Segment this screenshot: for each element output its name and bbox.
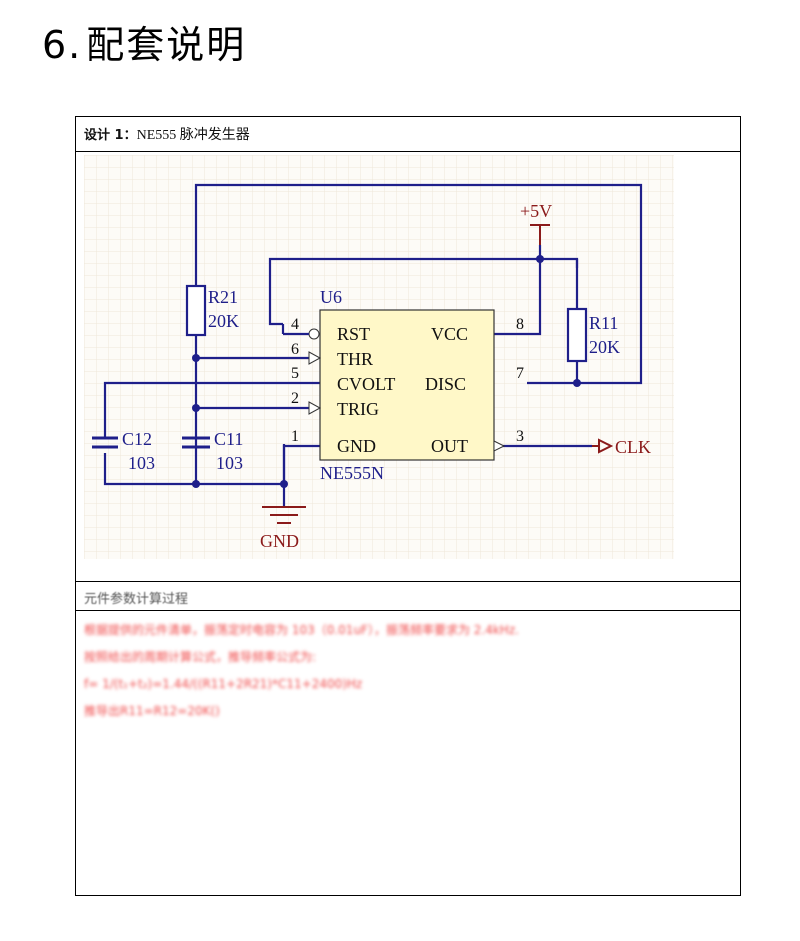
ground-label: GND [260, 531, 299, 551]
ground-symbol [262, 506, 306, 524]
pin-name-disc: DISC [425, 374, 466, 394]
pin-name-vcc: VCC [431, 324, 468, 344]
r21-value: 20K [208, 311, 239, 331]
clk-label: CLK [615, 437, 651, 457]
c12-value: 103 [128, 453, 155, 473]
section-number: 6. [42, 23, 83, 67]
pin-num-8: 8 [516, 316, 524, 333]
r11-ref: R11 [589, 313, 618, 333]
pin-name-trig: TRIG [337, 399, 379, 419]
design-label: 设计 1： [84, 128, 137, 143]
section-heading: 6.配套说明 [42, 14, 246, 69]
c11-ref: C11 [214, 429, 243, 449]
ne555-chip [319, 309, 495, 461]
schematic-image: +5V U6 NE555N RST THR CVOLT TRIG GND VCC… [84, 155, 674, 559]
chip-name: NE555N [320, 463, 384, 483]
calc-line: 推导出R11=R12=20K() [84, 704, 220, 718]
out-arrow [493, 440, 506, 452]
c12-ref: C12 [122, 429, 152, 449]
junction-dots [192, 255, 581, 488]
pin-num-1: 1 [291, 428, 299, 445]
design-title: NE555 脉冲发生器 [136, 128, 250, 143]
rst-inversion-circle [308, 328, 320, 340]
pin-name-thr: THR [337, 349, 373, 369]
chip-ref: U6 [320, 287, 342, 307]
thr-input-arrow [308, 351, 322, 365]
trig-input-arrow [308, 401, 322, 415]
pin-num-3: 3 [516, 428, 524, 445]
calc-line: 根据提供的元件清单，振荡定时电容为 103（0.01uF），振荡频率要求为 2.… [84, 623, 519, 637]
r21-resistor [185, 284, 207, 337]
pin-num-2: 2 [291, 390, 299, 407]
r11-resistor [566, 307, 588, 363]
pin-name-gnd: GND [337, 436, 376, 456]
pin-name-out: OUT [431, 436, 468, 456]
r11-value: 20K [589, 337, 620, 357]
section-title: 配套说明 [86, 23, 247, 67]
pin-num-7: 7 [516, 365, 524, 382]
design-table: 设计 1：NE555 脉冲发生器 [75, 116, 741, 896]
pin-num-4: 4 [291, 316, 299, 333]
calc-line: 按照给出的周期计算公式，推导频率公式为: [84, 650, 317, 664]
r21-ref: R21 [208, 287, 238, 307]
pin-num-6: 6 [291, 341, 299, 358]
calc-heading: 元件参数计算过程 [84, 592, 189, 607]
calc-heading-row: 元件参数计算过程 [76, 581, 740, 611]
c11-value: 103 [216, 453, 243, 473]
design-title-row: 设计 1：NE555 脉冲发生器 [76, 117, 740, 152]
calc-line: f= 1/(t₁+t₂)=1.44/((R11+2R21)*C11+2400)H… [84, 677, 363, 691]
supply-label: +5V [520, 201, 552, 221]
pin-name-cvolt: CVOLT [337, 374, 395, 394]
supply-symbol [530, 224, 550, 245]
pin-name-rst: RST [337, 324, 370, 344]
pin-num-5: 5 [291, 365, 299, 382]
c11-capacitor [182, 436, 210, 449]
calc-body: 根据提供的元件清单，振荡定时电容为 103（0.01uF），振荡频率要求为 2.… [84, 617, 724, 725]
c12-capacitor [92, 436, 118, 449]
